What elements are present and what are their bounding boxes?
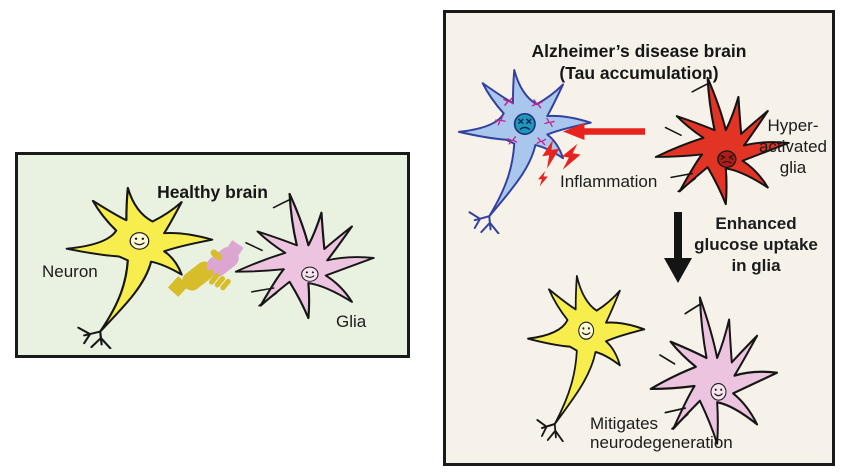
glia-label: Glia bbox=[336, 312, 367, 331]
arrow-down-icon bbox=[664, 212, 692, 283]
healthy-glia-icon bbox=[233, 190, 378, 322]
inflammation-label: Inflammation bbox=[560, 172, 658, 191]
ad-title-line2: (Tau accumulation) bbox=[559, 63, 719, 84]
enhanced-uptake-label: Enhanced glucose uptake in glia bbox=[694, 214, 818, 275]
healthy-brain-panel: Healthy brain Neuron Glia bbox=[15, 152, 410, 358]
ad-title-line1: Alzheimer’s disease brain bbox=[531, 40, 747, 61]
healthy-panel-title: Healthy brain bbox=[157, 181, 268, 202]
lightning-bolt-icon bbox=[538, 139, 581, 187]
handshake-icon bbox=[167, 240, 244, 297]
hyperactivated-glia-label: Hyper- activated glia bbox=[758, 116, 828, 177]
alzheimers-panel: Alzheimer’s disease brain (Tau accumulat… bbox=[443, 10, 835, 466]
neuron-label: Neuron bbox=[42, 262, 98, 281]
mitigates-label: Mitigates neurodegeneration bbox=[590, 414, 733, 452]
arrow-left-icon bbox=[563, 123, 645, 140]
ad-panel-title: Alzheimer’s disease brain (Tau accumulat… bbox=[446, 40, 832, 86]
